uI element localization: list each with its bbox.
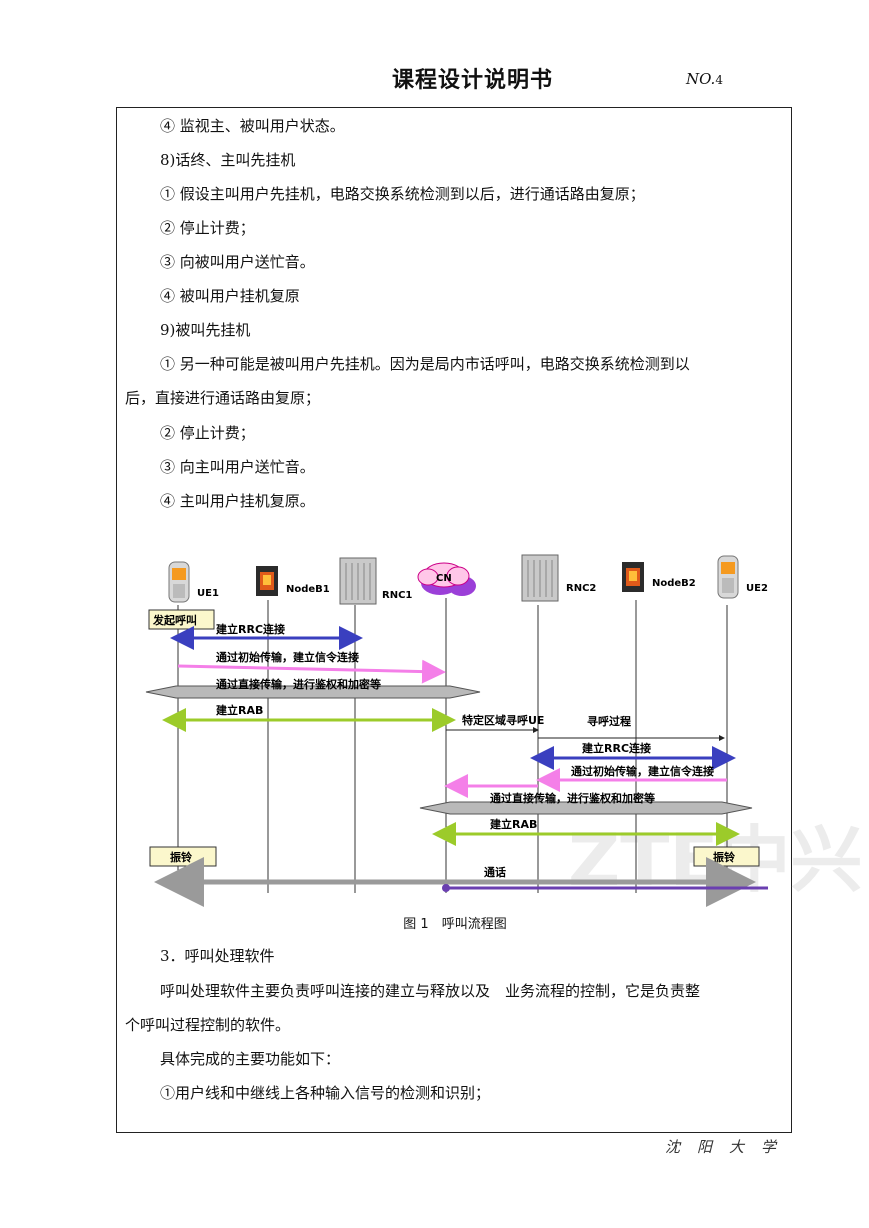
- ue2-phone-icon: [717, 555, 739, 599]
- page-number-label: NO.: [686, 70, 716, 88]
- ue1-label: UE1: [197, 588, 219, 599]
- direct2-label: 通过直接传输，进行鉴权和加密等: [490, 791, 655, 805]
- ue1-phone-icon: [168, 561, 190, 603]
- init1-label: 通过初始传输，建立信令连接: [216, 650, 359, 664]
- footer-school: 沈阳大学: [665, 1138, 794, 1156]
- text-line: ①用户线和中继线上各种输入信号的检测和识别；: [160, 1084, 491, 1102]
- rnc2-label: RNC2: [566, 583, 596, 594]
- text-line: 个呼叫过程控制的软件。: [125, 1016, 291, 1034]
- paging-label: 寻呼过程: [587, 714, 631, 728]
- text-line: ③ 向被叫用户送忙音。: [160, 253, 315, 271]
- rnc1-label: RNC1: [382, 590, 412, 601]
- text-line: ④ 监视主、被叫用户状态。: [160, 117, 345, 135]
- text-line: 呼叫处理软件主要负责呼叫连接的建立与释放以及 业务流程的控制，它是负责整: [160, 982, 701, 1000]
- ue2-label: UE2: [746, 583, 768, 594]
- page-number-value: 4: [715, 73, 723, 87]
- text-line: 后，直接进行通话路由复原；: [125, 389, 321, 407]
- text-line: ① 假设主叫用户先挂机，电路交换系统检测到以后，进行通话路由复原；: [160, 185, 645, 203]
- text-line: 具体完成的主要功能如下：: [160, 1050, 341, 1068]
- direct1-arrow: [145, 685, 481, 699]
- paging-ue-label: 特定区域寻呼UE: [462, 713, 544, 727]
- nodeb2-label: NodeB2: [652, 578, 696, 589]
- text-line: ① 另一种可能是被叫用户先挂机。因为是局内市话呼叫，电路交换系统检测到以: [160, 355, 690, 373]
- text-line: ③ 向主叫用户送忙音。: [160, 458, 315, 476]
- rnc1-icon: [339, 557, 377, 605]
- ring-label-ue1: 振铃: [170, 850, 192, 864]
- content-frame: [116, 107, 792, 1133]
- talk-label: 通话: [484, 865, 506, 879]
- init1-arrow: [177, 659, 446, 684]
- direct2-arrow: [419, 801, 753, 815]
- ring-label-ue2: 振铃: [713, 850, 735, 864]
- text-line: ④ 被叫用户挂机复原: [160, 287, 300, 305]
- text-line: ② 停止计费；: [160, 424, 255, 442]
- nodeb2-icon: [622, 562, 644, 592]
- text-line: ④ 主叫用户挂机复原。: [160, 492, 315, 510]
- page-header-title: 课程设计说明书: [391, 68, 553, 93]
- nodeb1-label: NodeB1: [286, 584, 330, 595]
- rnc2-icon: [521, 554, 559, 602]
- rab1-label: 建立RAB: [216, 703, 263, 717]
- text-line: ② 停止计费；: [160, 219, 255, 237]
- talk-bearer-dot: [442, 884, 450, 892]
- text-line: 8)话终、主叫先挂机: [160, 151, 296, 169]
- rrc2-label: 建立RRC连接: [582, 741, 651, 755]
- section-heading: 3．呼叫处理软件: [160, 947, 275, 965]
- start-call-label: 发起呼叫: [152, 613, 197, 627]
- direct1-label: 通过直接传输，进行鉴权和加密等: [216, 677, 381, 691]
- cn-cloud-icon: [417, 562, 476, 596]
- rab2-label: 建立RAB: [490, 817, 537, 831]
- cn-label: CN: [436, 573, 452, 584]
- init2-label: 通过初始传输，建立信令连接: [571, 764, 714, 778]
- rrc1-label: 建立RRC连接: [216, 622, 285, 636]
- text-line: 9)被叫先挂机: [160, 321, 251, 339]
- page-number: NO.4: [686, 70, 723, 88]
- figure-caption: 图 1 呼叫流程图: [403, 917, 507, 932]
- nodeb1-icon: [256, 566, 278, 596]
